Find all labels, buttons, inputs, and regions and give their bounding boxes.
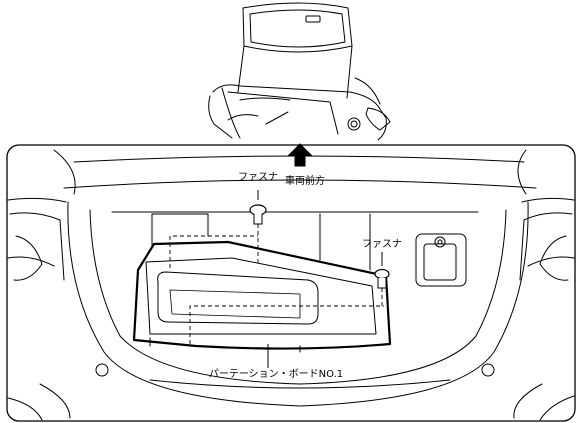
fastener-left-label: ファスナ xyxy=(238,171,278,183)
partition-board-no1 xyxy=(132,240,392,353)
fastener-right-label: ファスナ xyxy=(362,238,402,250)
trunk-interior-illustration xyxy=(7,149,575,421)
vehicle-front-label: 車両前方 xyxy=(285,174,325,187)
vehicle-front-arrow-icon xyxy=(286,143,314,167)
fastener-left-icon xyxy=(249,190,267,264)
overview-car-illustration xyxy=(208,2,391,141)
partition-board-label: パーテーション・ボードNO.1 xyxy=(209,368,343,380)
fastener-right-icon xyxy=(374,252,390,306)
hidden-edge-lines xyxy=(169,235,384,344)
